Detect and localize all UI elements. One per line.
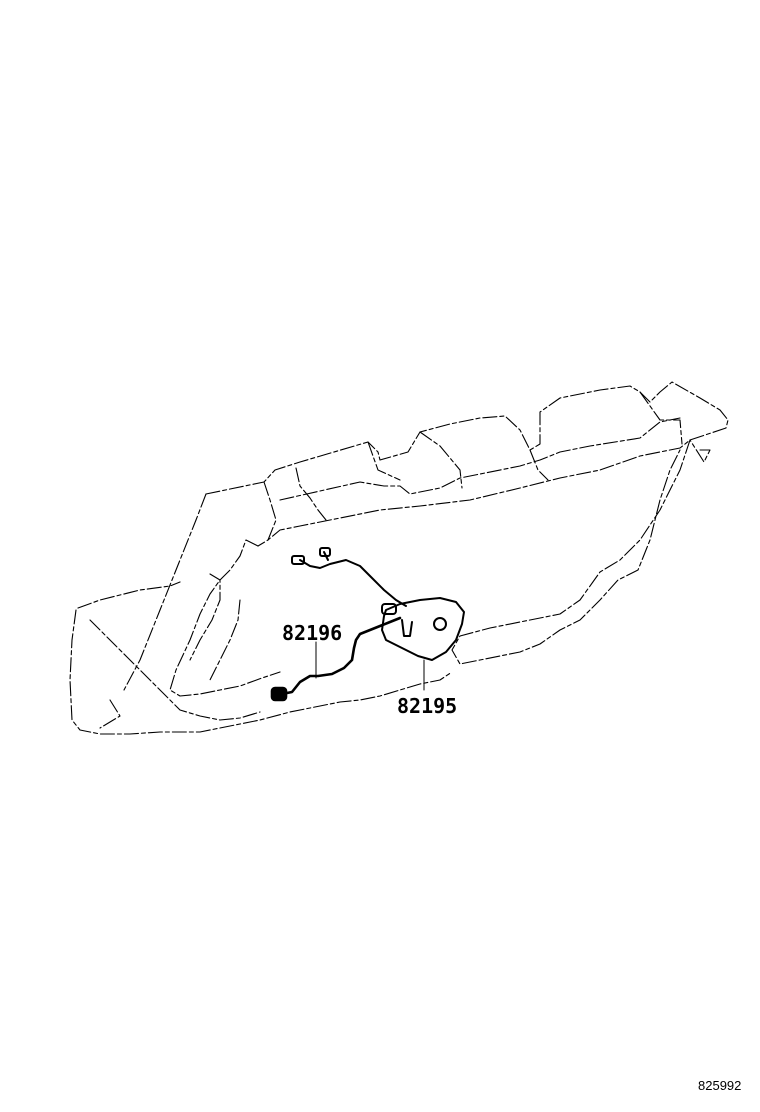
- callout-82196[interactable]: 82196: [282, 621, 343, 645]
- wire-harness-82195: [291, 547, 465, 661]
- seat-right-side: [451, 439, 711, 665]
- seat-back-outline: [123, 381, 729, 691]
- wire-harness-82196: [270, 616, 402, 702]
- callout-82195[interactable]: 82195: [397, 694, 458, 718]
- seat-cushion-outline: [69, 539, 453, 735]
- diagram-reference-number: 825992: [698, 1078, 742, 1093]
- callout-leaders: [315, 641, 425, 691]
